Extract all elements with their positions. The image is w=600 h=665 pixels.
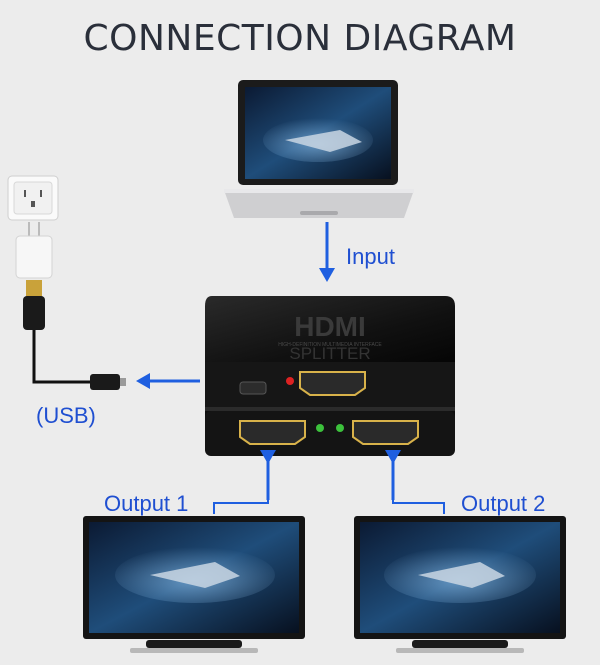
output-1-line [213,450,276,514]
output-2-line [385,450,445,514]
device-subtitle: HIGH-DEFINITION MULTIMEDIA INTERFACE [278,342,382,348]
laptop-source [224,80,414,218]
diagram-title: CONNECTION DIAGRAM [83,18,517,59]
hdmi-output-port-1 [239,420,306,445]
input-arrow [319,222,335,282]
output-2-label: Output 2 [461,491,546,516]
power-outlet [7,175,59,221]
input-label: Input [346,244,395,269]
output-led-1 [316,424,324,432]
device-brand: HDMI [294,311,366,342]
tv-output-2 [354,516,566,653]
hdmi-input-port [299,371,366,396]
power-led [286,377,294,385]
output-led-2 [336,424,344,432]
output-1-label: Output 1 [104,491,189,516]
usb-port [239,381,267,395]
hdmi-splitter: HDMI HIGH-DEFINITION MULTIMEDIA INTERFAC… [205,296,455,456]
device-model: SPLITTER [289,344,370,363]
hdmi-output-port-2 [352,420,419,445]
usb-cable [32,330,92,384]
micro-usb-plug [90,374,120,390]
usb-power-adapter [15,222,53,330]
usb-arrow [136,373,200,389]
usb-label: (USB) [36,403,96,428]
tv-output-1 [83,516,305,653]
